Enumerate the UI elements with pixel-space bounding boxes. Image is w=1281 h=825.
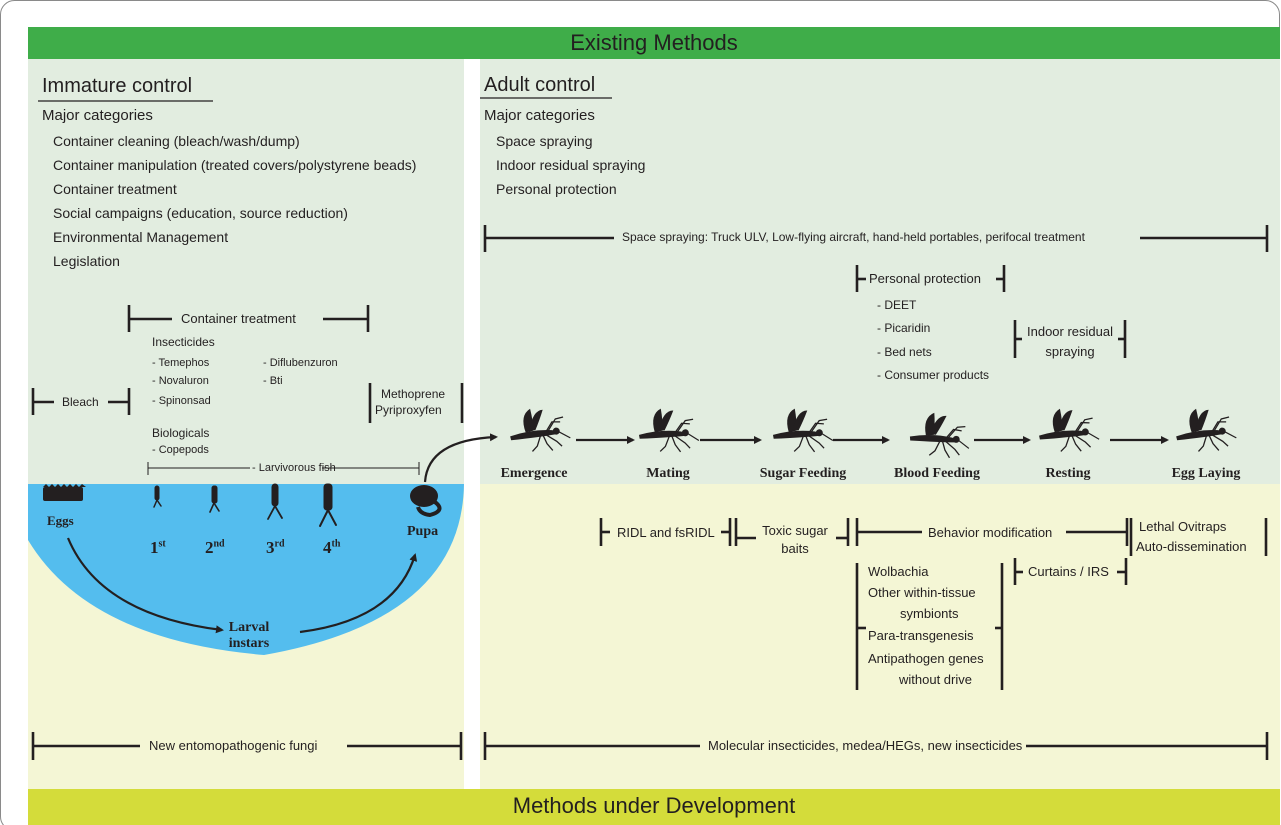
immature-category: Environmental Management xyxy=(53,229,229,245)
stage-egg-laying: Egg Laying xyxy=(1171,466,1241,481)
adult-categories-label: Major categories xyxy=(484,107,595,124)
instar-4-label: 4th xyxy=(323,538,341,557)
insecticide-item: - Temephos xyxy=(152,357,210,369)
pp-item: - DEET xyxy=(877,298,917,312)
eggs-label: Eggs xyxy=(47,513,74,528)
symbiont-item: without drive xyxy=(899,672,972,687)
insecticide-item: - Diflubenzuron xyxy=(263,357,338,369)
larvivorous-range xyxy=(147,462,420,475)
insecticides-label: Insecticides xyxy=(152,335,215,349)
instar-3-label: 3rd xyxy=(266,538,285,557)
larva-1-icon xyxy=(153,485,162,508)
existing-banner-bg xyxy=(28,27,1280,59)
pupa-icon xyxy=(410,485,442,518)
range-bars xyxy=(31,225,1269,760)
symbiont-item: Para-transgenesis xyxy=(868,628,974,643)
entomopathogenic-fungi-label: New entomopathogenic fungi xyxy=(149,738,318,753)
larva-2-icon xyxy=(209,485,220,513)
larva-4-icon xyxy=(319,483,337,527)
pupa-label: Pupa xyxy=(407,524,439,539)
symbiont-item: Other within-tissue xyxy=(868,585,976,600)
container-treatment-label: Container treatment xyxy=(181,311,296,326)
space-spraying-label: Space spraying: Truck ULV, Low-flying ai… xyxy=(622,230,1085,244)
larva-icons xyxy=(153,483,337,527)
adult-existing-panel xyxy=(480,59,1280,484)
personal-protection-label: Personal protection xyxy=(869,271,982,286)
immature-category: Legislation xyxy=(53,253,120,269)
symbiont-item: symbionts xyxy=(900,606,959,621)
copepods-label: - Copepods xyxy=(152,444,209,456)
pyriproxyfen-label: Pyriproxyfen xyxy=(375,403,442,417)
bleach-label: Bleach xyxy=(62,395,99,409)
immature-existing-panel xyxy=(28,59,464,484)
stage-mating: Mating xyxy=(646,466,690,481)
development-banner-bg xyxy=(28,789,1280,825)
immature-control-heading: Immature control xyxy=(42,75,193,97)
behavior-modification-label: Behavior modification xyxy=(928,525,1053,540)
immature-category: Container manipulation (treated covers/p… xyxy=(53,157,417,173)
adult-category: Personal protection xyxy=(496,181,617,197)
immature-categories-label: Major categories xyxy=(42,107,153,124)
instar-2-label: 2nd xyxy=(205,538,225,557)
methods-under-development-banner: Methods under Development xyxy=(512,793,796,818)
immature-category: Container cleaning (bleach/wash/dump) xyxy=(53,133,300,149)
biologicals-label: Biologicals xyxy=(152,426,210,440)
immature-category: Container treatment xyxy=(53,181,177,197)
adult-development-panel xyxy=(480,484,1280,789)
symbiont-item: Antipathogen genes xyxy=(868,651,984,666)
adult-control-heading: Adult control xyxy=(484,74,596,96)
stage-blood-feeding: Blood Feeding xyxy=(894,466,980,481)
methoprene-label: Methoprene xyxy=(381,387,446,401)
stage-resting: Resting xyxy=(1045,466,1091,481)
pp-item: - Consumer products xyxy=(877,368,990,382)
pp-item: - Picaridin xyxy=(877,321,931,335)
insecticide-item: - Spinonsad xyxy=(152,395,211,407)
adult-category: Space spraying xyxy=(496,133,593,149)
insecticide-item: - Novaluron xyxy=(152,375,209,387)
insecticide-item: - Bti xyxy=(263,375,283,387)
eggs-icon xyxy=(43,484,86,501)
instar-1-label: 1st xyxy=(150,538,166,557)
immature-category: Social campaigns (education, source redu… xyxy=(53,205,348,221)
auto-dissemination-label: Auto-dissemination xyxy=(1136,539,1247,554)
lethal-ovitraps-label: Lethal Ovitraps xyxy=(1139,519,1227,534)
stage-emergence: Emergence xyxy=(500,466,568,481)
molecular-insecticides-label: Molecular insecticides, medea/HEGs, new … xyxy=(708,738,1023,753)
curtains-irs-label: Curtains / IRS xyxy=(1028,564,1109,579)
adult-category: Indoor residual spraying xyxy=(496,157,646,173)
water-pool xyxy=(28,484,464,655)
symbiont-item: Wolbachia xyxy=(868,564,929,579)
existing-methods-banner: Existing Methods xyxy=(570,30,738,55)
stage-arrows xyxy=(66,433,1169,634)
ridl-label: RIDL and fsRIDL xyxy=(617,525,715,540)
stage-sugar-feeding: Sugar Feeding xyxy=(759,466,847,481)
pp-item: - Bed nets xyxy=(877,345,932,359)
larva-3-icon xyxy=(267,483,283,520)
larvivorous-fish-label: - Larvivorous fish xyxy=(252,462,336,474)
